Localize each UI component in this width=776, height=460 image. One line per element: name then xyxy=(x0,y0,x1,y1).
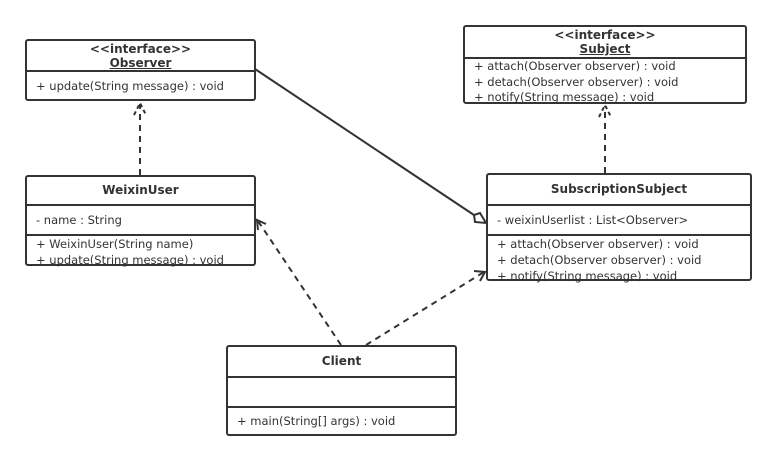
attribute: - weixinUserlist : List<Observer> xyxy=(497,213,689,227)
class-weixinuser[interactable]: WeixinUser - name : String + WeixinUser(… xyxy=(25,175,256,268)
method: + attach(Observer observer) : void xyxy=(497,237,699,251)
attributes-section: - weixinUserlist : List<Observer> xyxy=(488,206,750,236)
class-client[interactable]: Client + main(String[] args) : void xyxy=(226,345,457,436)
methods-section: + attach(Observer observer) : void + det… xyxy=(465,59,745,106)
attributes-section: - name : String xyxy=(27,206,254,236)
attributes-section xyxy=(228,378,455,408)
class-header: WeixinUser xyxy=(27,177,254,206)
method: + attach(Observer observer) : void xyxy=(474,59,676,73)
class-header: Client xyxy=(228,347,455,378)
class-header: <<interface>> Observer xyxy=(27,41,254,72)
aggregation-line[interactable] xyxy=(254,68,475,216)
dependency-arrowhead xyxy=(255,218,267,231)
method: + WeixinUser(String name) xyxy=(36,237,194,251)
dependency-line-client-subscription[interactable] xyxy=(365,271,485,346)
dependency-line-client-weixinuser[interactable] xyxy=(257,220,342,346)
method: + notify(String message) : void xyxy=(497,269,678,283)
methods-section: + main(String[] args) : void xyxy=(228,408,455,429)
method: + detach(Observer observer) : void xyxy=(497,253,702,267)
methods-section: + update(String message) : void xyxy=(27,72,254,94)
class-subject[interactable]: <<interface>> Subject + attach(Observer … xyxy=(463,25,747,104)
class-name: Client xyxy=(321,354,362,368)
class-header: SubscriptionSubject xyxy=(488,175,750,206)
method: + update(String message) : void xyxy=(36,79,224,93)
realization-arrowhead xyxy=(598,102,612,118)
realization-arrowhead xyxy=(133,100,147,116)
dependency-arrowhead xyxy=(473,270,487,282)
methods-section: + WeixinUser(String name) + update(Strin… xyxy=(27,236,254,268)
class-name: WeixinUser xyxy=(102,183,179,197)
method: + notify(String message) : void xyxy=(474,90,655,104)
aggregation-diamond xyxy=(472,211,488,225)
methods-section: + attach(Observer observer) : void + det… xyxy=(488,236,750,284)
class-name: Observer xyxy=(109,56,172,70)
stereotype: <<interface>> xyxy=(554,28,656,42)
class-name: Subject xyxy=(579,42,631,56)
class-name: SubscriptionSubject xyxy=(550,182,688,196)
class-subscriptionsubject[interactable]: SubscriptionSubject - weixinUserlist : L… xyxy=(486,173,752,284)
attribute: - name : String xyxy=(36,213,122,227)
method: + update(String message) : void xyxy=(36,253,224,267)
method: + detach(Observer observer) : void xyxy=(474,74,679,89)
class-header: <<interface>> Subject xyxy=(465,27,745,59)
stereotype: <<interface>> xyxy=(89,42,192,56)
method: + main(String[] args) : void xyxy=(237,414,396,428)
class-observer[interactable]: <<interface>> Observer + update(String m… xyxy=(25,39,256,101)
